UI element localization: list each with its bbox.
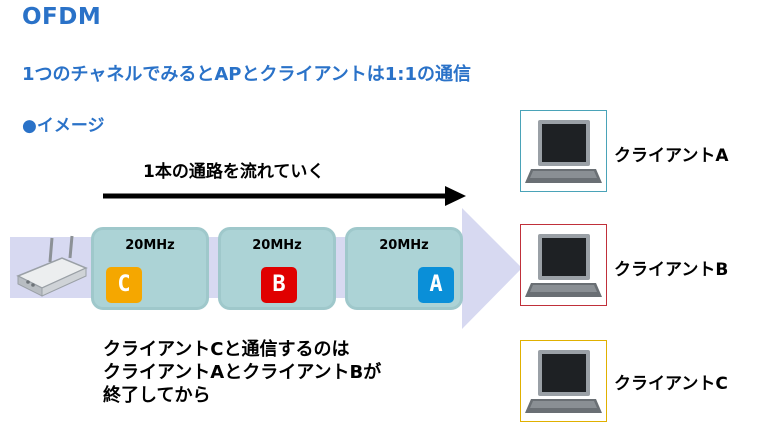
client-c-label: クライアントC [614, 374, 728, 394]
client-b-laptop-box [520, 224, 607, 306]
client-c-laptop-box [520, 340, 607, 422]
channel-label: 20MHz [125, 238, 175, 253]
page-title: OFDM [22, 4, 102, 30]
channel-label: 20MHz [379, 238, 429, 253]
note-line: クライアントAとクライアントBが [103, 362, 382, 383]
image-label: ●イメージ [22, 116, 105, 136]
subtitle: 1つのチャネルでみるとAPとクライアントは1:1の通信 [22, 64, 471, 85]
client-c-badge: C [106, 267, 142, 303]
laptop-icon [525, 350, 602, 413]
channel-label: 20MHz [252, 238, 302, 253]
channel-box-a: 20MHz A [345, 227, 463, 310]
channel-box-c: 20MHz C [91, 227, 209, 310]
note-line: クライアントCと通信するのは [103, 339, 350, 360]
note-line: 終了してから [103, 385, 211, 406]
client-a-label: クライアントA [614, 146, 729, 166]
client-a-badge: A [418, 267, 454, 303]
client-a-laptop-box [520, 110, 607, 192]
flow-arrow-head [445, 186, 466, 206]
laptop-icon [525, 234, 602, 297]
channel-box-b: 20MHz B [218, 227, 336, 310]
access-point-icon [16, 235, 88, 297]
flow-text: 1本の通路を流れていく [143, 162, 325, 182]
client-b-badge: B [261, 267, 297, 303]
client-b-label: クライアントB [614, 260, 729, 280]
laptop-icon [525, 120, 602, 183]
note-text: クライアントCと通信するのは クライアントAとクライアントBが 終了してから [103, 338, 381, 407]
